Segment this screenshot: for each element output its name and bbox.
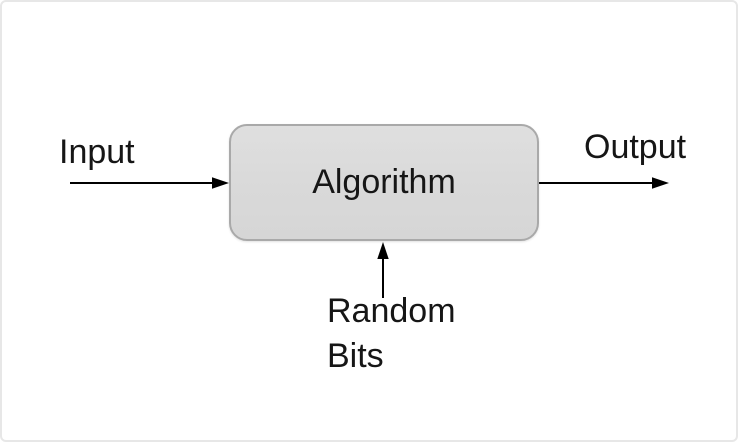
- random-bits-label: Random Bits: [327, 289, 456, 379]
- algorithm-node: Algorithm: [229, 124, 539, 241]
- input-arrow: [70, 177, 229, 189]
- output-arrow: [539, 177, 669, 189]
- random-bits-label-line1: Random: [327, 292, 456, 330]
- random-bits-label-line2: Bits: [327, 337, 384, 375]
- algorithm-node-label: Algorithm: [312, 162, 456, 201]
- output-label: Output: [584, 128, 687, 166]
- input-label: Input: [59, 133, 135, 171]
